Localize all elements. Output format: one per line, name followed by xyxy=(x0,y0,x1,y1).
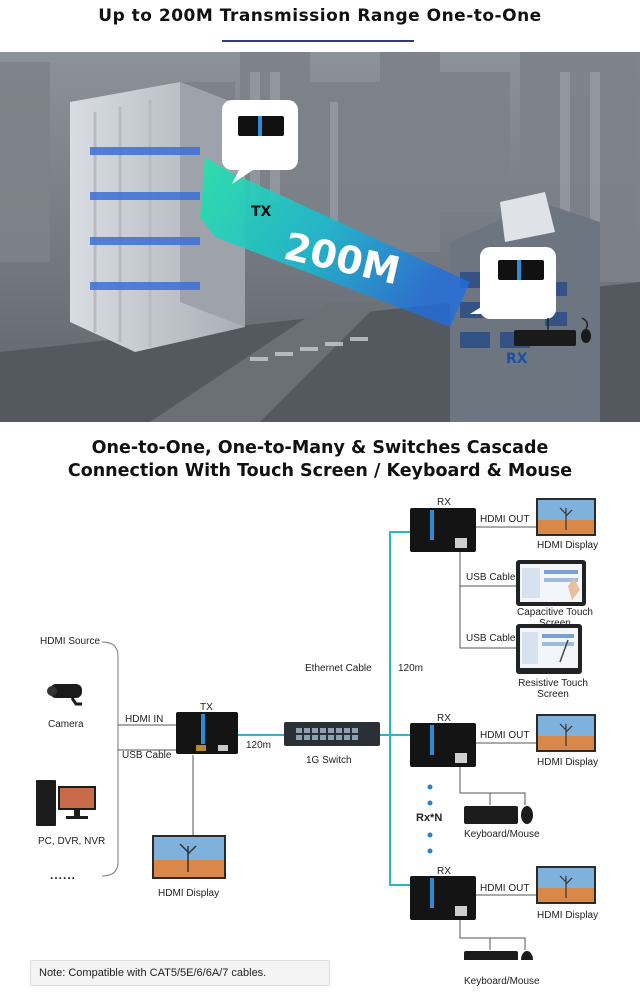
hdmi-display-tx-label: HDMI Display xyxy=(158,888,220,899)
rx2-display-label: HDMI Display xyxy=(537,757,599,768)
rx3-display-label: HDMI Display xyxy=(537,910,599,921)
section-heading-line2: Connection With Touch Screen / Keyboard … xyxy=(67,461,573,481)
switch-label: 1G Switch xyxy=(306,755,352,766)
keyboard-mouse-icon xyxy=(514,317,591,346)
usb-cable-tx-label: USB Cable xyxy=(122,750,172,761)
title-underline xyxy=(222,40,414,42)
rx1-label: RX xyxy=(437,497,451,508)
rx1-usb-cable-2-label: USB Cable xyxy=(466,633,516,644)
rx3-label: RX xyxy=(437,866,451,877)
display-icon-tx xyxy=(152,835,226,879)
rx1-display-label: HDMI Display xyxy=(537,540,599,551)
rx-label: RX xyxy=(506,351,528,367)
more-rx-dots xyxy=(427,784,433,854)
display-icon-rx2 xyxy=(536,714,596,752)
hdmi-source-label: HDMI Source xyxy=(40,636,101,647)
tx-device-label: TX xyxy=(200,702,213,713)
camera-icon xyxy=(47,684,82,706)
resistive-touch-screen-icon xyxy=(516,624,582,674)
resistive-touch-label: Resistive Touch Screen xyxy=(508,678,598,700)
rx-device-3 xyxy=(410,876,476,920)
rx-callout xyxy=(470,247,556,319)
rx-n-label: Rx*N xyxy=(416,812,443,824)
section-heading: One-to-One, One-to-Many & Switches Casca… xyxy=(0,437,640,483)
hero-illustration: TX RX 200M xyxy=(0,52,640,422)
tx-label: TX xyxy=(251,204,272,220)
rx-device-1 xyxy=(410,508,476,552)
distance-ethernet-label: 120m xyxy=(398,663,424,674)
rx2-label: RX xyxy=(437,713,451,724)
rx3-hdmi-out-label: HDMI OUT xyxy=(480,883,530,894)
transmission-beam xyxy=(200,157,470,327)
rx1-hdmi-out-label: HDMI OUT xyxy=(480,514,530,525)
distance-tx-label: 120m xyxy=(246,740,272,751)
capacitive-touch-label-line2: Screen xyxy=(539,618,571,629)
display-icon-rx3 xyxy=(536,866,596,904)
resistive-touch-label-line1: Resistive Touch xyxy=(518,678,588,689)
compatibility-note: Note: Compatible with CAT5/5E/6/6A/7 cab… xyxy=(30,960,330,986)
switch-rx3-cable xyxy=(389,735,410,886)
section-heading-line1: One-to-One, One-to-Many & Switches Casca… xyxy=(91,438,549,458)
camera-label: Camera xyxy=(48,719,84,730)
page-title: Up to 200M Transmission Range One-to-One xyxy=(98,6,542,26)
display-icon-rx1 xyxy=(536,498,596,536)
tx-callout xyxy=(222,100,298,184)
keyboard-mouse-icon-rx3 xyxy=(464,951,533,960)
rx-device-2 xyxy=(410,723,476,767)
source-bracket xyxy=(101,641,119,877)
city-scene xyxy=(0,52,640,422)
capacitive-touch-label-line1: Capacitive Touch xyxy=(517,607,593,618)
switch-rx1-cable xyxy=(389,531,410,735)
pc-dvr-nvr-label: PC, DVR, NVR xyxy=(38,836,106,847)
hdmi-in-label: HDMI IN xyxy=(125,714,164,725)
rx3-keyboard-label: Keyboard/Mouse xyxy=(464,976,540,987)
capacitive-touch-screen-icon xyxy=(516,560,586,606)
tx-device xyxy=(176,712,238,754)
diagram-graphics xyxy=(36,498,596,960)
rx2-hdmi-out-label: HDMI OUT xyxy=(480,730,530,741)
keyboard-mouse-icon-rx2 xyxy=(464,806,533,824)
connection-diagram: HDMI Source Camera PC, DVR, NVR ...... T… xyxy=(0,490,640,987)
resistive-touch-label-line2: Screen xyxy=(537,689,569,700)
rx2-keyboard-label: Keyboard/Mouse xyxy=(464,829,540,840)
ethernet-cable-label: Ethernet Cable xyxy=(305,663,372,674)
rx1-usb-cable-1-label: USB Cable xyxy=(466,572,516,583)
capacitive-touch-label: Capacitive Touch Screen xyxy=(510,607,600,629)
pc-icon xyxy=(36,780,96,826)
more-sources-label: ...... xyxy=(50,868,77,882)
switch-device xyxy=(284,722,380,746)
